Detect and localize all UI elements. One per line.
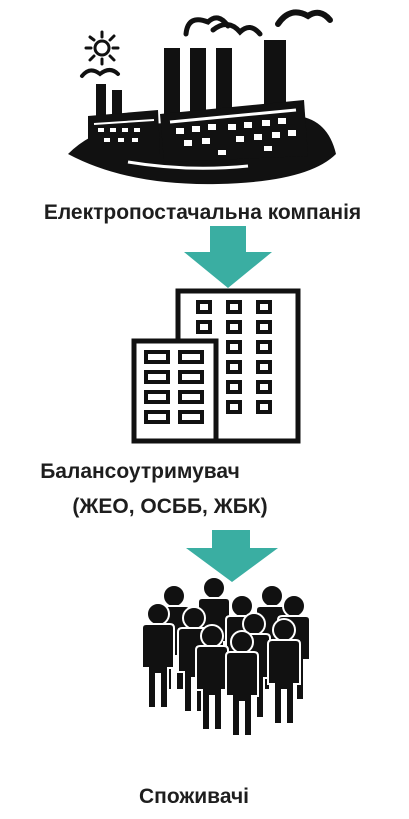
- factory-icon: [68, 9, 336, 185]
- supplier-label: Електропостачальна компанія: [43, 201, 362, 224]
- intermediary-label: Балансоутримувач: [40, 460, 240, 483]
- intermediary-examples-label: (ЖЕО, ОСББ, ЖБК): [72, 495, 268, 518]
- arrow-down-icon: [184, 226, 272, 288]
- consumers-label: Споживачі: [138, 785, 249, 808]
- apartment-building-icon: [131, 288, 301, 444]
- people-group-icon: [141, 578, 311, 736]
- arrow-down-icon: [186, 530, 278, 582]
